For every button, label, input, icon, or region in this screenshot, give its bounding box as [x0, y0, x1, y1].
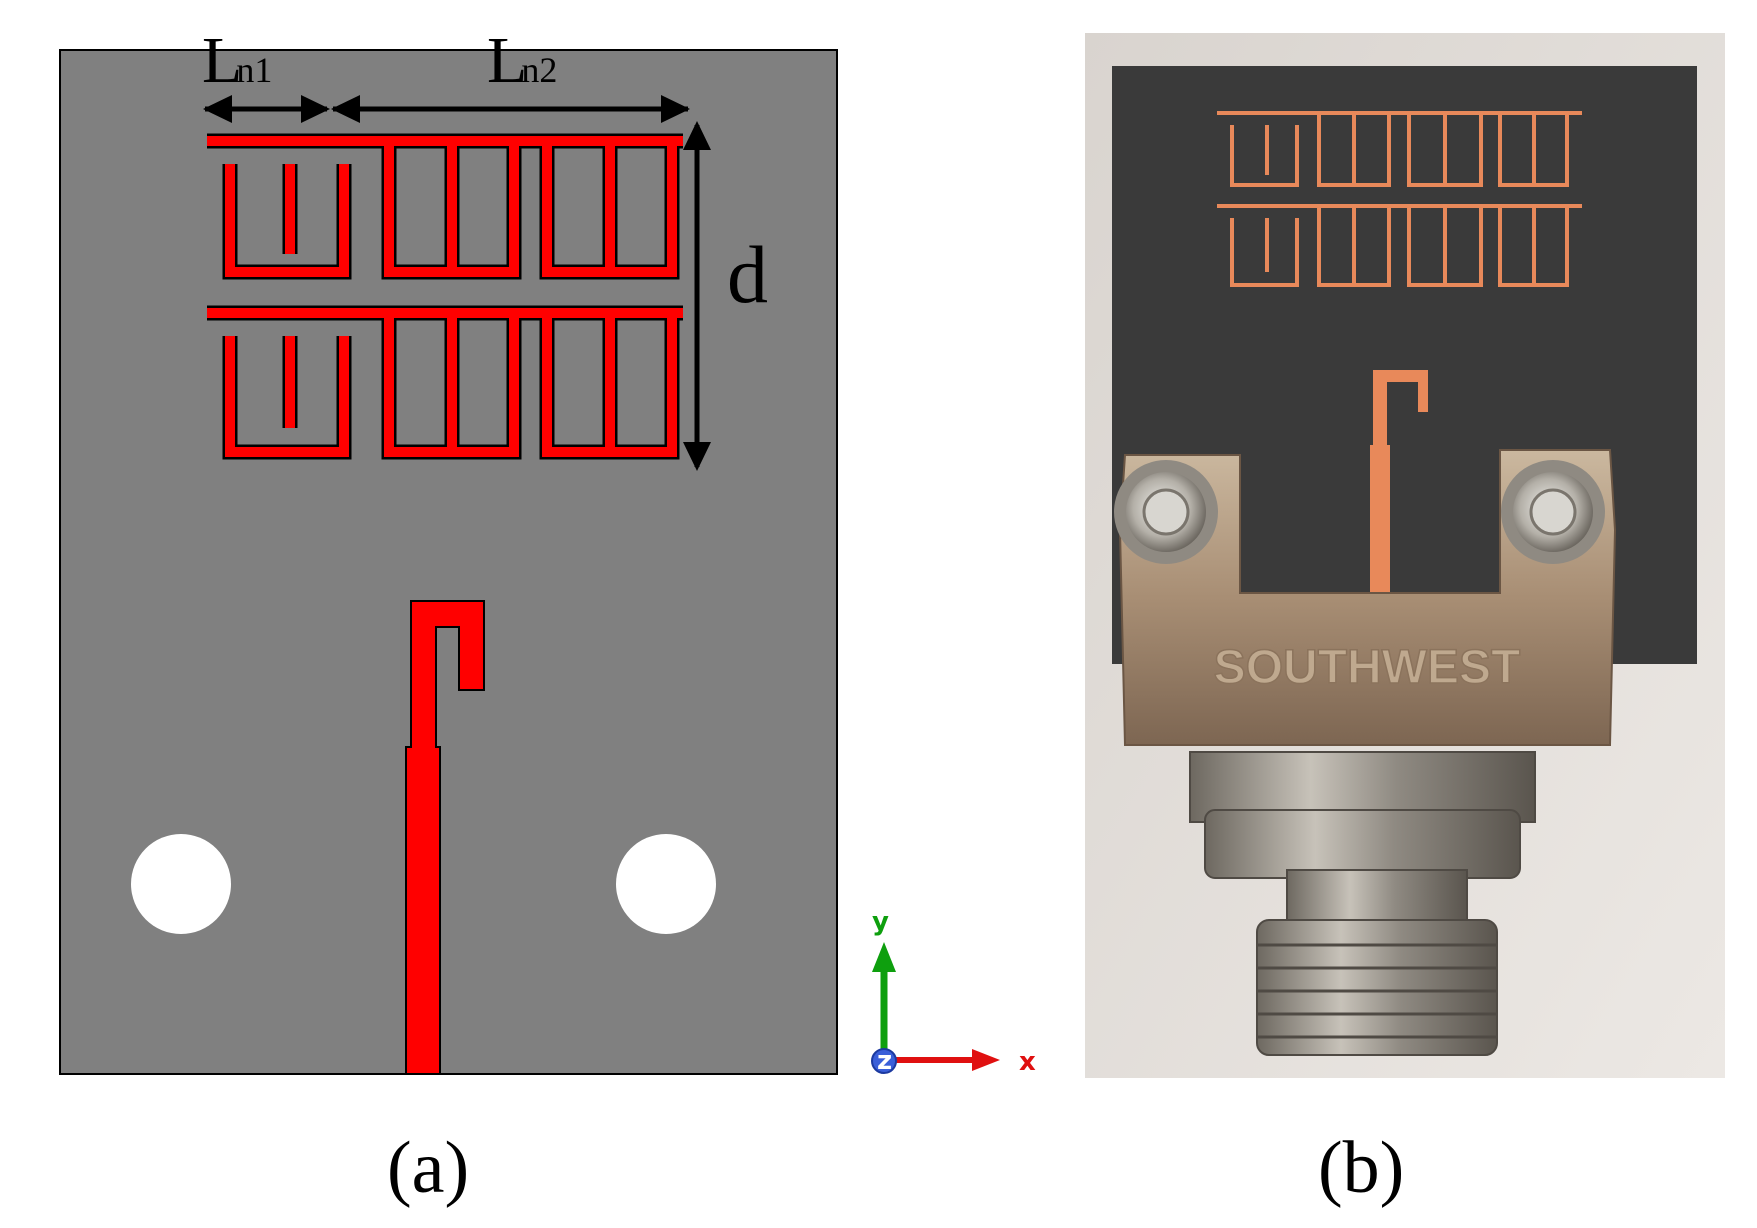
resonator-row-bottom-metal: [207, 308, 683, 457]
z-axis-icon: [871, 1048, 897, 1074]
dimension-d: d: [683, 121, 768, 471]
ln2-main: L: [487, 24, 527, 97]
photo-screw-right: [1501, 460, 1605, 564]
ln1-main: L: [202, 24, 242, 97]
axis-triad: y x z: [871, 907, 1036, 1077]
panel-b: SOUTHWEST (b): [1085, 33, 1725, 1209]
axis-x-label: x: [1019, 1047, 1036, 1077]
photo-brand-text: SOUTHWEST: [1214, 641, 1521, 694]
dimension-ln1: Ln1: [202, 24, 330, 123]
d-label: d: [727, 229, 768, 320]
resonator-row-top-metal: [207, 136, 683, 277]
photo-thread: [1256, 919, 1498, 1056]
photo-resonators: [1217, 111, 1582, 287]
mounting-hole-left: [131, 834, 231, 934]
photo-connector-clamp: [1118, 449, 1617, 746]
svg-text:Ln1: Ln1: [202, 24, 272, 97]
axis-y-label: y: [872, 907, 889, 937]
svg-text:Ln2: Ln2: [487, 24, 557, 97]
feed-line: [405, 600, 485, 1075]
dimension-ln2: Ln2: [331, 24, 690, 123]
caption-b: (b): [1318, 1127, 1404, 1209]
caption-a: (a): [387, 1127, 469, 1209]
photo-feed-line: [1370, 370, 1428, 600]
photo-barrel-top: [1204, 809, 1521, 879]
panel-a: Ln1 Ln2 d y x z: [59, 24, 1036, 1209]
photo-screw-left: [1114, 460, 1218, 564]
ln1-sub: n1: [236, 50, 272, 90]
mounting-hole-right: [616, 834, 716, 934]
axis-z-label: z: [877, 1046, 892, 1076]
ln2-sub: n2: [521, 50, 557, 90]
